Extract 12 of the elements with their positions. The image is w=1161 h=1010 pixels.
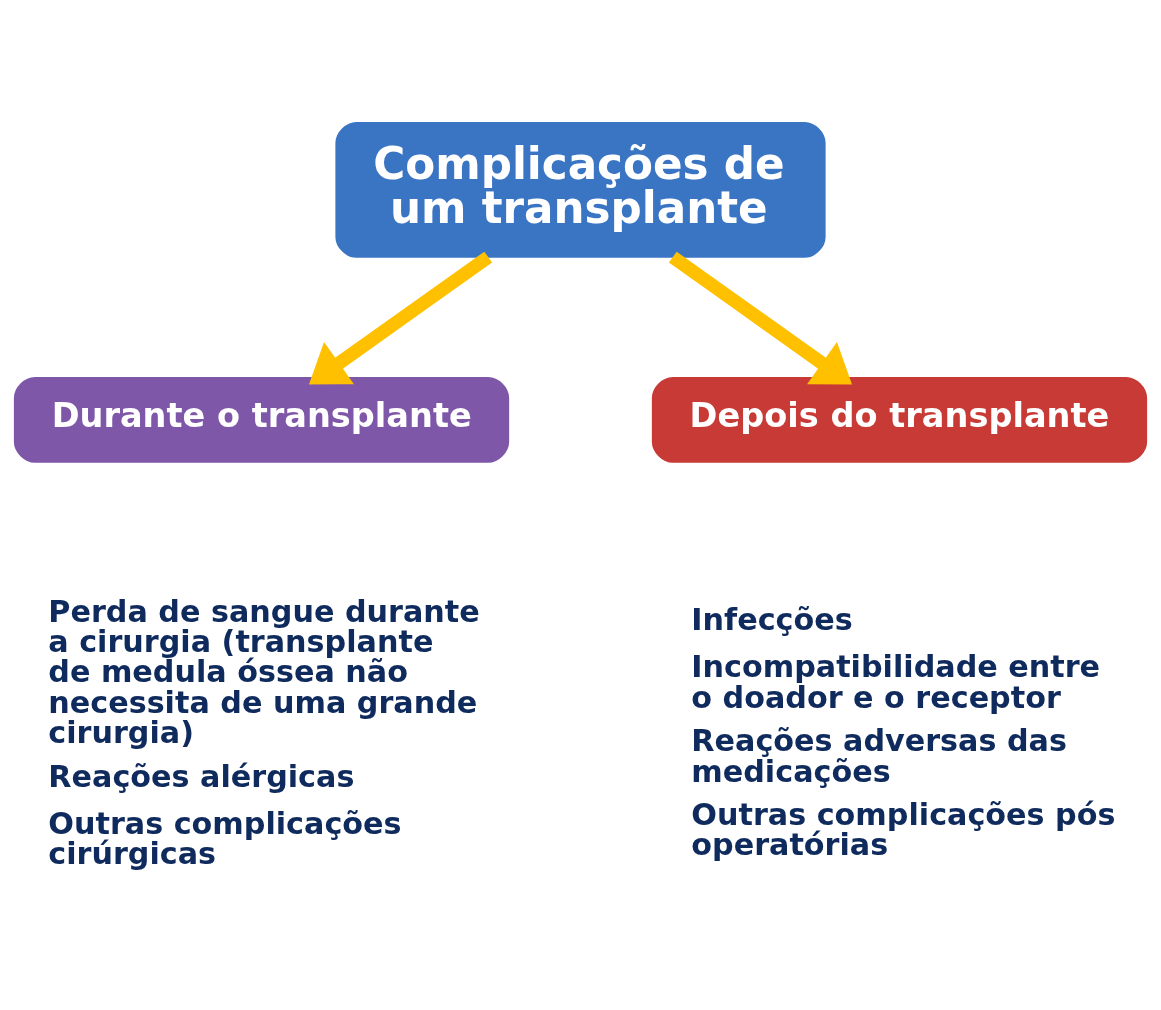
- node-label: Outras complicações pós operatórias: [691, 796, 1116, 862]
- node-label: Incompatibilidade entre o doador e o receptor: [691, 648, 1101, 715]
- node-box: Complicações de um transplante: [335, 121, 826, 258]
- arrow: [308, 251, 493, 384]
- arrow: [668, 251, 853, 384]
- node-box: Depois do transplante: [651, 376, 1148, 463]
- node-label: Reações adversas das medicações: [691, 722, 1067, 789]
- node-label: Infecções: [691, 601, 853, 637]
- node-label: Perda de sangue durante a cirurgia (transplante de medula óssea não necessita de uma grande cirurgia): [48, 593, 480, 750]
- node-label: Reações alérgicas: [48, 758, 355, 794]
- node-box: Durante o transplante: [13, 376, 510, 463]
- node-label: Outras complicações cirúrgicas: [48, 805, 402, 871]
